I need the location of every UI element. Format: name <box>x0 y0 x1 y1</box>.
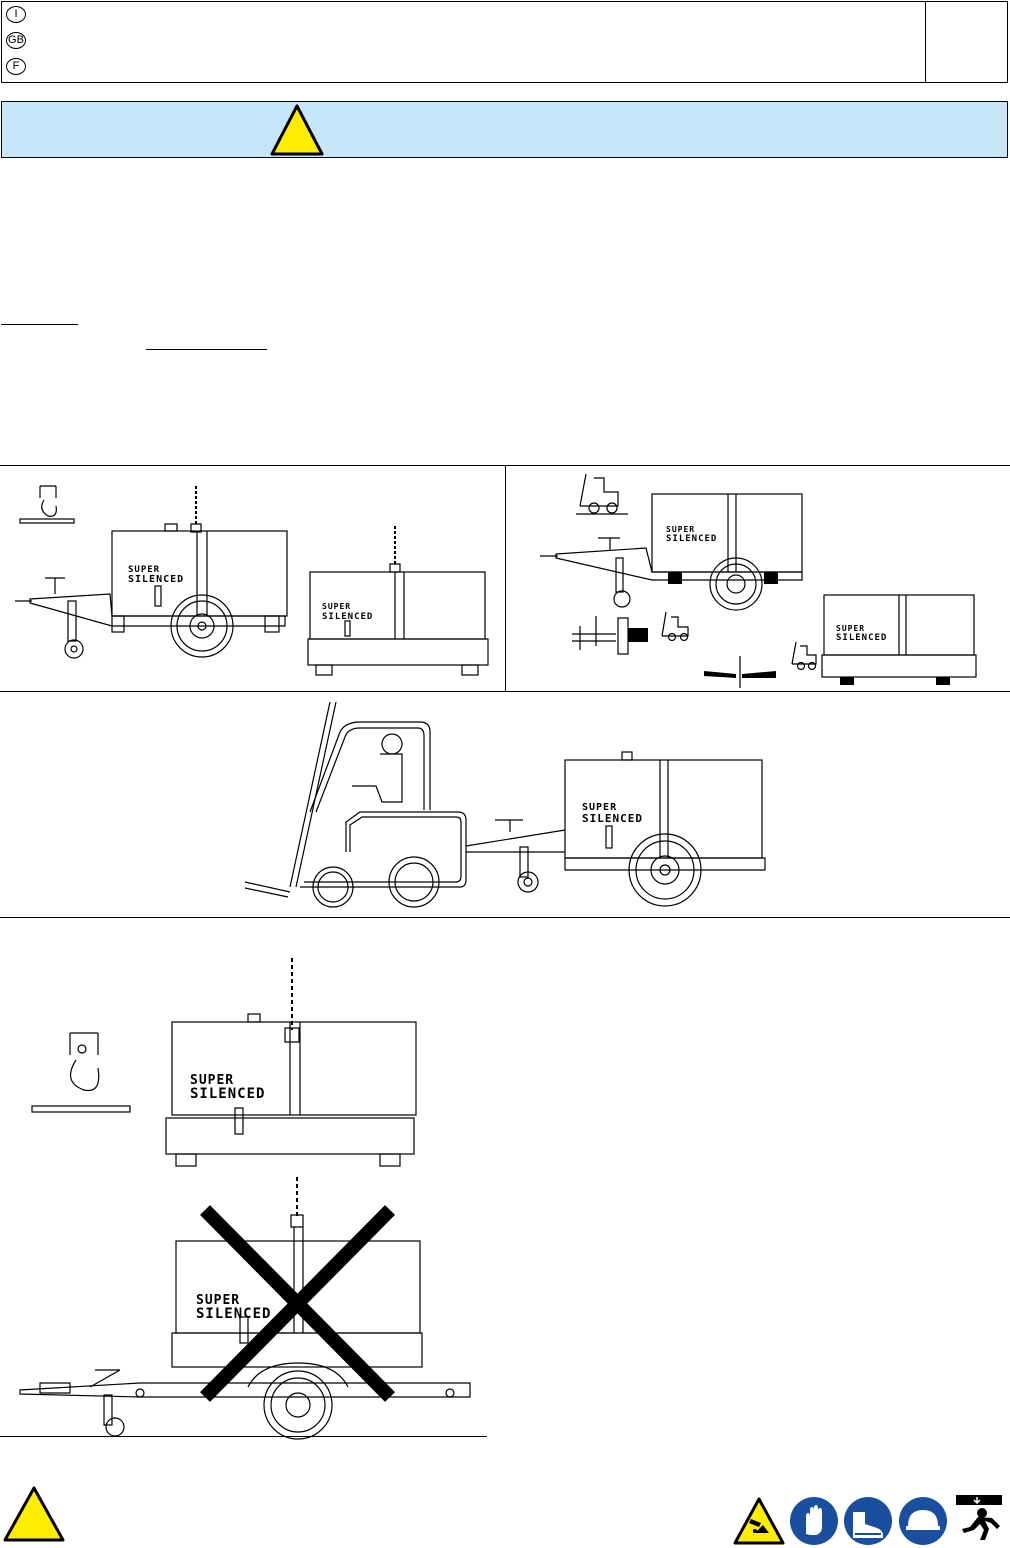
underline-mark <box>146 349 267 350</box>
forklift-icon <box>661 611 689 642</box>
figure-divider <box>0 691 1010 692</box>
crane-lifting-illustration: SUPER SILENCED SUPER SILENCED <box>15 485 489 676</box>
svg-text:SUPER: SUPER <box>128 565 160 575</box>
svg-text:SILENCED: SILENCED <box>128 574 184 585</box>
ground-line <box>0 1436 487 1437</box>
svg-text:SUPER: SUPER <box>666 525 695 534</box>
forklift-towing-illustration: SUPER SILENCED <box>244 701 766 908</box>
safety-boots-icon <box>844 1497 892 1545</box>
language-header <box>1 1 1008 83</box>
corrosive-hazard-icon <box>733 1497 785 1545</box>
svg-text:SUPER: SUPER <box>836 624 865 633</box>
svg-text:SUPER: SUPER <box>582 802 617 813</box>
svg-text:SILENCED: SILENCED <box>196 1306 271 1322</box>
svg-text:SILENCED: SILENCED <box>582 812 643 825</box>
helmet-icon <box>899 1497 947 1545</box>
forklift-icon <box>791 641 817 671</box>
figure-divider <box>0 917 1010 918</box>
crane-lifting-skid-illustration: SUPER SILENCED <box>31 958 417 1167</box>
svg-text:SUPER: SUPER <box>196 1293 240 1308</box>
header-divider <box>925 1 926 83</box>
svg-text:SILENCED: SILENCED <box>836 633 887 643</box>
underline-mark <box>1 324 78 325</box>
forklift-icon <box>576 473 628 515</box>
falling-load-icon <box>956 1495 1002 1540</box>
crane-hook-icon <box>31 1032 131 1113</box>
gloves-icon <box>790 1497 838 1545</box>
svg-text:SILENCED: SILENCED <box>322 612 373 622</box>
language-badge-i: I <box>6 6 26 23</box>
incorrect-lifting-illustration: SUPER SILENCED <box>19 1177 471 1440</box>
forklift-lifting-illustration: SUPER SILENCED SUPER SILENCED <box>540 473 977 688</box>
warning-triangle-icon <box>270 104 324 156</box>
svg-text:SILENCED: SILENCED <box>666 534 717 544</box>
language-badge-f: F <box>6 58 26 75</box>
svg-text:SUPER: SUPER <box>190 1073 234 1088</box>
prohibited-cross-icon <box>200 1205 395 1402</box>
figure-divider <box>505 465 506 691</box>
svg-text:SILENCED: SILENCED <box>190 1086 265 1102</box>
svg-text:SUPER: SUPER <box>322 602 351 611</box>
warning-band <box>1 101 1008 158</box>
language-badge-gb: GB <box>6 32 26 49</box>
warning-triangle-icon <box>3 1486 65 1542</box>
crane-hook-icon <box>19 485 75 524</box>
